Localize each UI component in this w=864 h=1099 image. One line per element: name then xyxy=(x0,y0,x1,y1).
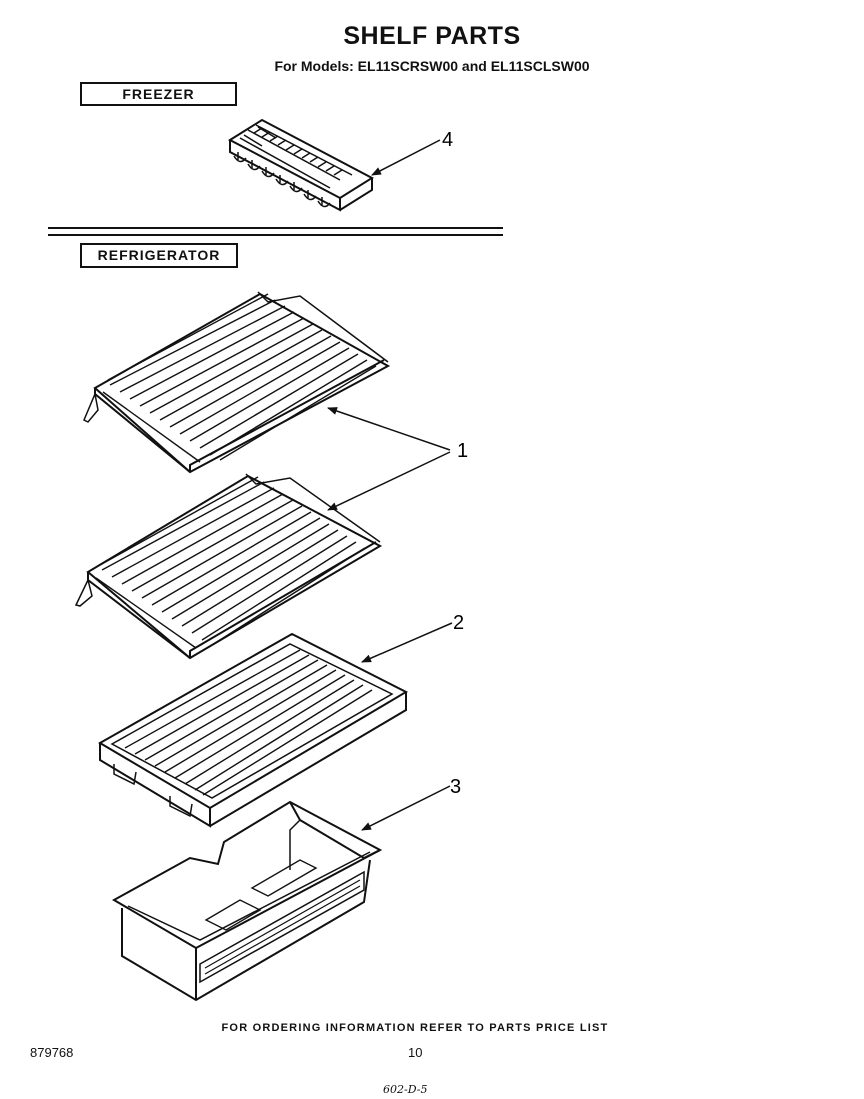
callout-2: 2 xyxy=(453,612,464,634)
page-number: 10 xyxy=(408,1045,423,1060)
freezer-section-label: FREEZER xyxy=(80,82,237,106)
crisper-pan-illustration xyxy=(111,800,383,1002)
wire-shelf-lower-illustration xyxy=(74,473,383,660)
callout-4: 4 xyxy=(442,129,453,151)
section-divider xyxy=(48,227,503,236)
refrigerator-section-label: REFRIGERATOR xyxy=(80,243,238,268)
crisper-cover-illustration xyxy=(98,632,409,828)
ice-tray-illustration xyxy=(227,118,375,212)
ordering-info-note: FOR ORDERING INFORMATION REFER TO PARTS … xyxy=(221,1022,609,1034)
page-title: SHELF PARTS xyxy=(343,22,521,50)
model-subtitle: For Models: EL11SCRSW00 and EL11SCLSW00 xyxy=(274,58,590,74)
callout-leaders xyxy=(327,139,453,831)
handwritten-note: 602-D-5 xyxy=(383,1083,428,1096)
document-number: 879768 xyxy=(30,1045,74,1060)
callout-1: 1 xyxy=(457,440,468,462)
callout-3: 3 xyxy=(450,776,461,798)
wire-shelf-upper-illustration xyxy=(83,291,391,474)
